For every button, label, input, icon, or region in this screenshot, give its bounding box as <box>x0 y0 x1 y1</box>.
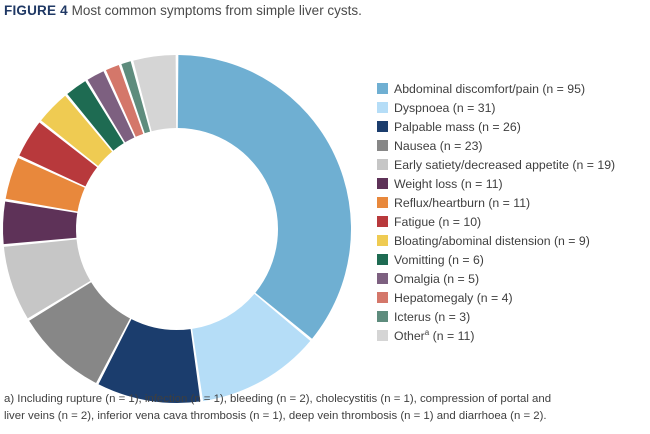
legend-item-label: Icterus (n = 3) <box>394 309 471 324</box>
legend-footnote-marker: a <box>424 327 430 337</box>
legend-item-label: Bloating/abominal distension (n = 9) <box>394 233 590 248</box>
legend-item-label: Weight loss (n = 11) <box>394 176 503 191</box>
donut-slice <box>133 55 177 132</box>
chart-legend: Abdominal discomfort/pain (n = 95) Dyspno… <box>377 79 647 345</box>
donut-slice <box>19 122 98 187</box>
legend-item-label: Hepatomegaly (n = 4) <box>394 290 513 305</box>
legend-color-swatch <box>377 178 388 189</box>
legend-item[interactable]: Palpable mass (n = 26) <box>377 117 647 136</box>
legend-item-label: Omalgia (n = 5) <box>394 271 480 286</box>
legend-item[interactable]: Dyspnoea (n = 31) <box>377 98 647 117</box>
legend-item-label: Abdominal discomfort/pain (n = 95) <box>394 81 586 96</box>
donut-slice <box>177 55 351 339</box>
legend-item-label: Palpable mass (n = 26) <box>394 119 521 134</box>
donut-slice <box>5 157 85 212</box>
donut-slice <box>87 71 135 143</box>
donut-slice <box>98 319 201 404</box>
donut-slice <box>67 81 124 151</box>
legend-item-label: Vomitting (n = 6) <box>394 252 484 267</box>
donut-chart <box>2 55 351 404</box>
legend-color-swatch <box>377 140 388 151</box>
legend-item[interactable]: Icterus (n = 3) <box>377 307 647 326</box>
legend-item[interactable]: Reflux/heartburn (n = 11) <box>377 193 647 212</box>
legend-color-swatch <box>377 216 388 227</box>
legend-color-swatch <box>377 121 388 132</box>
donut-chart-area: Abdominal discomfort/pain (n = 95) Dyspno… <box>0 22 650 404</box>
legend-item-label: Fatigue (n = 10) <box>394 214 482 229</box>
legend-color-swatch <box>377 83 388 94</box>
legend-color-swatch <box>377 102 388 113</box>
donut-slice <box>2 201 78 245</box>
legend-item[interactable]: Vomitting (n = 6) <box>377 250 647 269</box>
legend-item[interactable]: Early satiety/decreased appetite (n = 19… <box>377 155 647 174</box>
donut-slice <box>41 95 113 166</box>
legend-item-label: Nausea (n = 23) <box>394 138 483 153</box>
legend-item[interactable]: Fatigue (n = 10) <box>377 212 647 231</box>
legend-color-swatch <box>377 159 388 170</box>
legend-color-swatch <box>377 292 388 303</box>
legend-item-label: Reflux/heartburn (n = 11) <box>394 195 531 210</box>
legend-item[interactable]: Omalgia (n = 5) <box>377 269 647 288</box>
legend-item[interactable]: Abdominal discomfort/pain (n = 95) <box>377 79 647 98</box>
donut-slice <box>121 61 151 134</box>
figure-title: FIGURE 4 Most common symptoms from simpl… <box>4 2 644 20</box>
figure-caption: Most common symptoms from simple liver c… <box>71 3 362 18</box>
legend-item-label: Dyspnoea (n = 31) <box>394 100 496 115</box>
legend-item[interactable]: Hepatomegaly (n = 4) <box>377 288 647 307</box>
legend-item[interactable]: Bloating/abominal distension (n = 9) <box>377 231 647 250</box>
legend-color-swatch <box>377 311 388 322</box>
donut-slice <box>192 293 311 402</box>
donut-slice <box>3 239 91 319</box>
legend-item[interactable]: Nausea (n = 23) <box>377 136 647 155</box>
footnote-line-2: liver veins (n = 2), inferior vena cava … <box>4 409 547 422</box>
legend-item[interactable]: Othera (n = 11) <box>377 326 647 345</box>
figure-number: FIGURE 4 <box>4 3 68 18</box>
legend-color-swatch <box>377 330 388 341</box>
donut-slices <box>2 55 351 404</box>
donut-slice <box>105 65 144 137</box>
legend-color-swatch <box>377 254 388 265</box>
donut-slice <box>29 282 131 384</box>
legend-item-label: Othera (n = 11) <box>394 327 475 343</box>
footnote-line-1: a) Including rupture (n = 1), infection … <box>4 393 552 405</box>
legend-color-swatch <box>377 235 388 246</box>
legend-item[interactable]: Weight loss (n = 11) <box>377 174 647 193</box>
legend-color-swatch <box>377 273 388 284</box>
legend-color-swatch <box>377 197 388 208</box>
legend-item-label: Early satiety/decreased appetite (n = 19… <box>394 157 616 172</box>
figure-footnote: a) Including rupture (n = 1), infection … <box>4 391 646 424</box>
